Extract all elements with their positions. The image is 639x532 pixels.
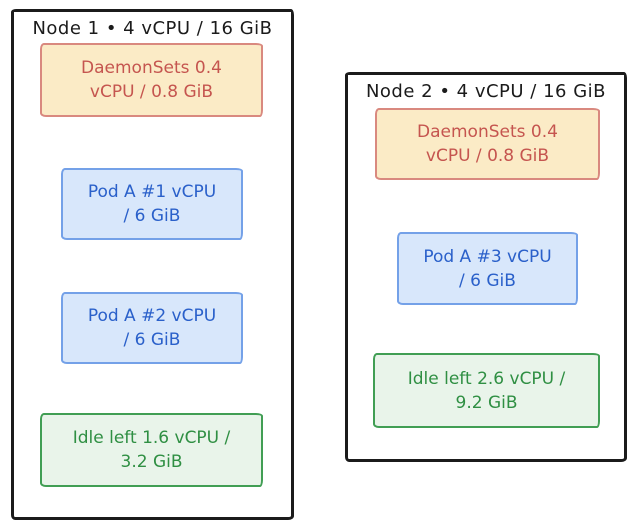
node-2: Node 2 • 4 vCPU / 16 GiB DaemonSets 0.4 …	[345, 72, 627, 462]
box-label-line: Pod A #1 vCPU	[87, 182, 217, 202]
node-1-title: Node 1 • 4 vCPU / 16 GiB	[32, 18, 273, 39]
node-2-pod-a3-box: Pod A #3 vCPU / 6 GiB	[397, 232, 578, 305]
box-label-line: vCPU / 0.8 GiB	[89, 82, 214, 102]
node-1-daemonsets-box: DaemonSets 0.4 vCPU / 0.8 GiB	[40, 43, 263, 117]
box-label-line: / 6 GiB	[123, 330, 181, 350]
box-label-line: 9.2 GiB	[455, 392, 518, 413]
box-label-line: 3.2 GiB	[120, 452, 183, 472]
box-label-line: Pod A #2 vCPU	[87, 306, 217, 326]
node-1-pod-a2-box: Pod A #2 vCPU / 6 GiB	[61, 292, 243, 364]
box-label-line: / 6 GiB	[123, 206, 181, 226]
box-label-line: / 6 GiB	[459, 270, 516, 291]
box-label-line: Idle left 2.6 vCPU /	[407, 368, 566, 389]
node-1: Node 1 • 4 vCPU / 16 GiB DaemonSets 0.4 …	[11, 9, 294, 520]
box-label-line: vCPU / 0.8 GiB	[425, 146, 550, 166]
node-2-idle-box: Idle left 2.6 vCPU / 9.2 GiB	[373, 353, 600, 428]
box-label-line: Idle left 1.6 vCPU /	[72, 428, 231, 448]
node-2-daemonsets-box: DaemonSets 0.4 vCPU / 0.8 GiB	[375, 108, 600, 180]
box-label-line: DaemonSets 0.4	[417, 122, 558, 142]
node-1-idle-box: Idle left 1.6 vCPU / 3.2 GiB	[40, 413, 263, 487]
node-1-pod-a1-box: Pod A #1 vCPU / 6 GiB	[61, 168, 243, 240]
box-label-line: Pod A #3 vCPU	[423, 246, 552, 267]
box-label-line: DaemonSets 0.4	[81, 58, 222, 78]
node-2-title: Node 2 • 4 vCPU / 16 GiB	[365, 81, 607, 102]
